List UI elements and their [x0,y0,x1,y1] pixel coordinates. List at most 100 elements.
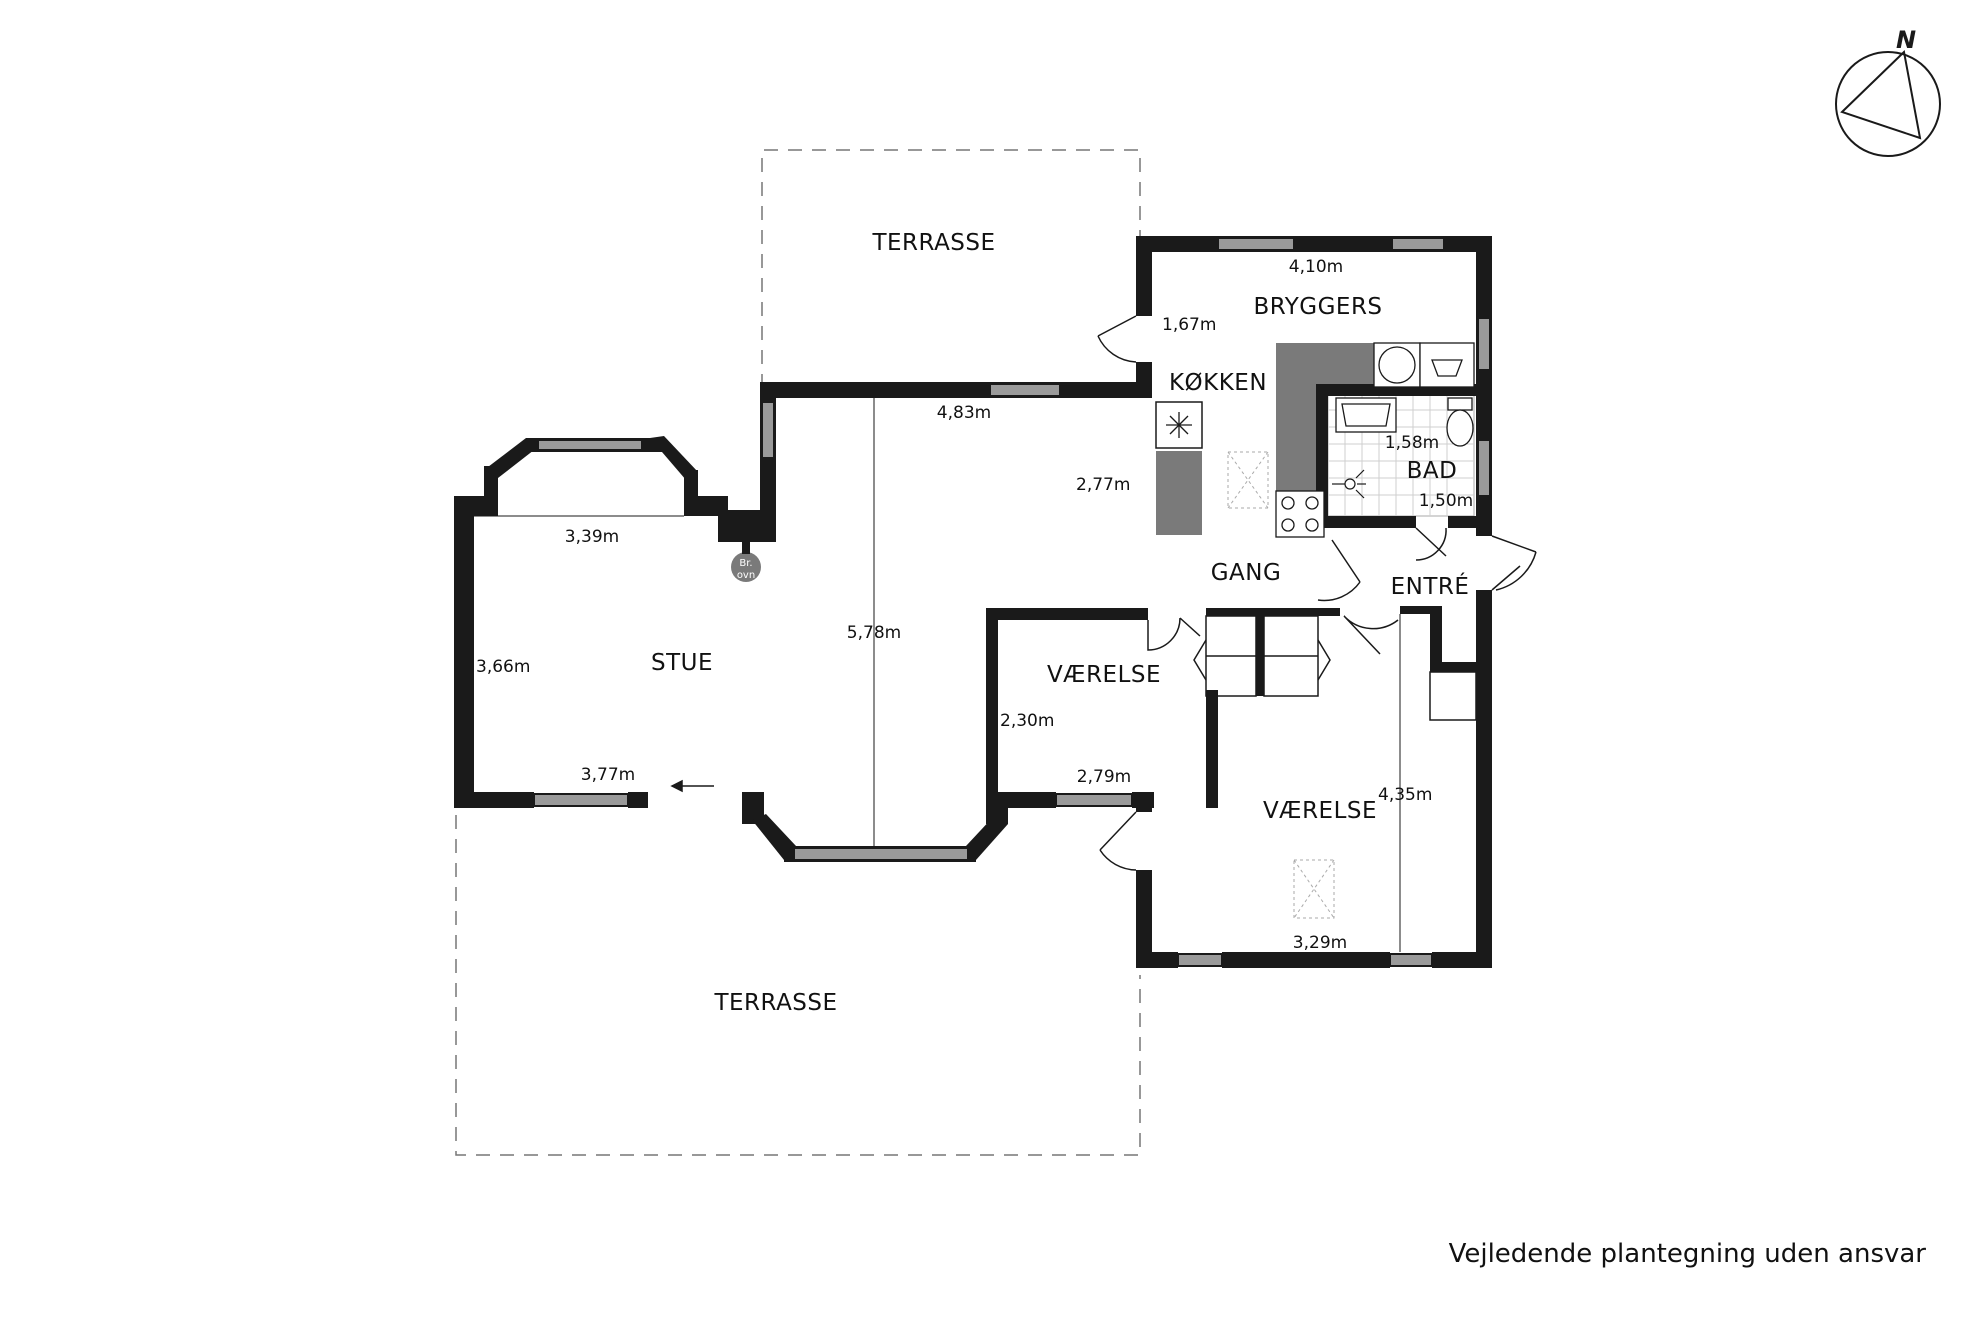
wall-v1-east [1206,690,1218,808]
dim-stue-south: 3,77m [581,765,635,785]
dim-bryggers-depth: 1,67m [1162,315,1216,335]
door-v1-leaf [1179,617,1201,637]
wall-stue-south-door [628,792,648,808]
window-bryggers-1 [1217,237,1295,251]
door-bryggers-west [1097,315,1137,363]
dim-stue-west: 3,66m [476,657,530,677]
window-bay-top [537,439,643,451]
wall-v2-south-left [1136,952,1178,968]
wall-v1-north [986,608,1148,620]
door-gang-kitchen [1317,539,1361,602]
shower-drain [1332,469,1366,499]
door-stue-south-arrowhead [670,779,683,793]
dim-v1-width: 2,79m [1077,767,1131,787]
label-terrasse-bottom: TERRASSE [713,990,837,1016]
wall-wardrobe-top [1206,608,1340,616]
terrace-bottom-outline [455,815,1141,1156]
wall-bay-left [484,466,498,516]
label-terrasse-top: TERRASSE [871,230,995,256]
washing-machine [1373,342,1421,388]
wardrobe-door-left [1193,639,1207,681]
north-arrow-icon: N [1835,26,1941,157]
dim-bryggers-width: 4,10m [1289,257,1343,277]
fireplace-flue [742,540,750,554]
wall-v1-west [986,608,998,808]
skylight-v2 [1293,859,1335,919]
wall-bay-left-diag [484,438,534,478]
divider-lines [474,398,1401,952]
door-bath [1415,527,1447,561]
wall-east-lower [1476,590,1492,968]
fireplace-label-2: ovn [737,570,755,581]
terrace-outlines [455,149,1141,1156]
sink-bryggers [1419,342,1475,388]
wall-stue-south-west [454,792,534,808]
dim-kokken-depth: 2,77m [1076,475,1130,495]
wall-wardrobe-mid [1256,616,1264,696]
snowflake-icon [1166,412,1192,438]
wardrobes [1193,615,1477,721]
cupboard-v2 [1429,671,1477,721]
dim-v2-width: 3,29m [1293,933,1347,953]
compass-label: N [1896,26,1916,54]
label-vaerelse-1: VÆRELSE [1047,662,1161,688]
label-vaerelse-2: VÆRELSE [1263,798,1377,824]
fixtures: Br. ovn [731,342,1475,919]
window-east-1 [1477,317,1491,371]
window-v2-south-2 [1389,953,1433,967]
fireplace-label-1: Br. [739,558,752,569]
wall-entry-stub [1430,608,1442,670]
bath-sink [1335,397,1397,433]
disclaimer-text: Vejledende plantegning uden ansvar [1448,1239,1926,1269]
wall-living-north [760,382,1152,398]
dim-v1-depth: 2,30m [1000,711,1054,731]
label-gang: GANG [1211,560,1282,586]
window-v2-south-1 [1177,953,1223,967]
dimension-labels: 4,10m 1,67m 4,83m 2,77m 1,58m 1,50m 3,39… [476,257,1473,953]
label-bryggers: BRYGGERS [1253,294,1382,320]
door-v2-north [1343,615,1399,655]
terrace-top-outline [761,149,1141,388]
dim-stue-bay: 3,39m [565,527,619,547]
dim-stue-depth: 5,78m [847,623,901,643]
wall-v2-west-lower [1136,870,1152,968]
wall-bryggers-west-upper [1136,236,1152,316]
door-v1 [1147,617,1181,651]
windows [533,237,1491,967]
wall-bay-right-base [684,496,728,516]
label-entre: ENTRÉ [1391,572,1470,600]
window-bryggers-2 [1391,237,1445,251]
toilet [1446,397,1474,447]
wall-bay-south-right-diag [966,816,1008,860]
dim-v2-depth: 4,35m [1378,785,1432,805]
window-kitchen-north [989,383,1061,397]
wall-stue-west [454,496,474,808]
dim-kokken-width: 4,83m [937,403,991,423]
window-stue-north-stub [761,401,775,459]
window-bay-south [793,847,969,861]
wall-entry-stub-base [1430,662,1492,672]
doors [670,315,1537,871]
counter-left [1156,451,1202,535]
wall-bath-west [1316,384,1328,524]
wall-bryggers-west-lower [1136,362,1152,386]
dim-bad-width: 1,58m [1385,433,1439,453]
door-entry-east [1491,535,1537,591]
window-v1-south [1055,793,1133,807]
label-bad: BAD [1407,458,1458,484]
label-stue: STUE [651,650,713,676]
dim-bad-depth: 1,50m [1419,491,1473,511]
door-v2-west [1099,811,1137,871]
window-east-bath [1477,439,1491,497]
room-labels: TERRASSE TERRASSE BRYGGERS KØKKEN BAD ST… [651,230,1469,1016]
wall-bath-south [1316,516,1416,528]
skylight-kitchen [1227,451,1269,509]
wall-bath-se [1448,516,1492,528]
wall-v2-south-mid [1222,952,1390,968]
wall-bay-south-left [742,792,764,824]
wall-v1-south-left [986,792,1056,808]
wall-stue-nw [454,496,488,516]
label-kokken: KØKKEN [1169,370,1267,396]
wardrobe-door-right [1317,639,1331,681]
